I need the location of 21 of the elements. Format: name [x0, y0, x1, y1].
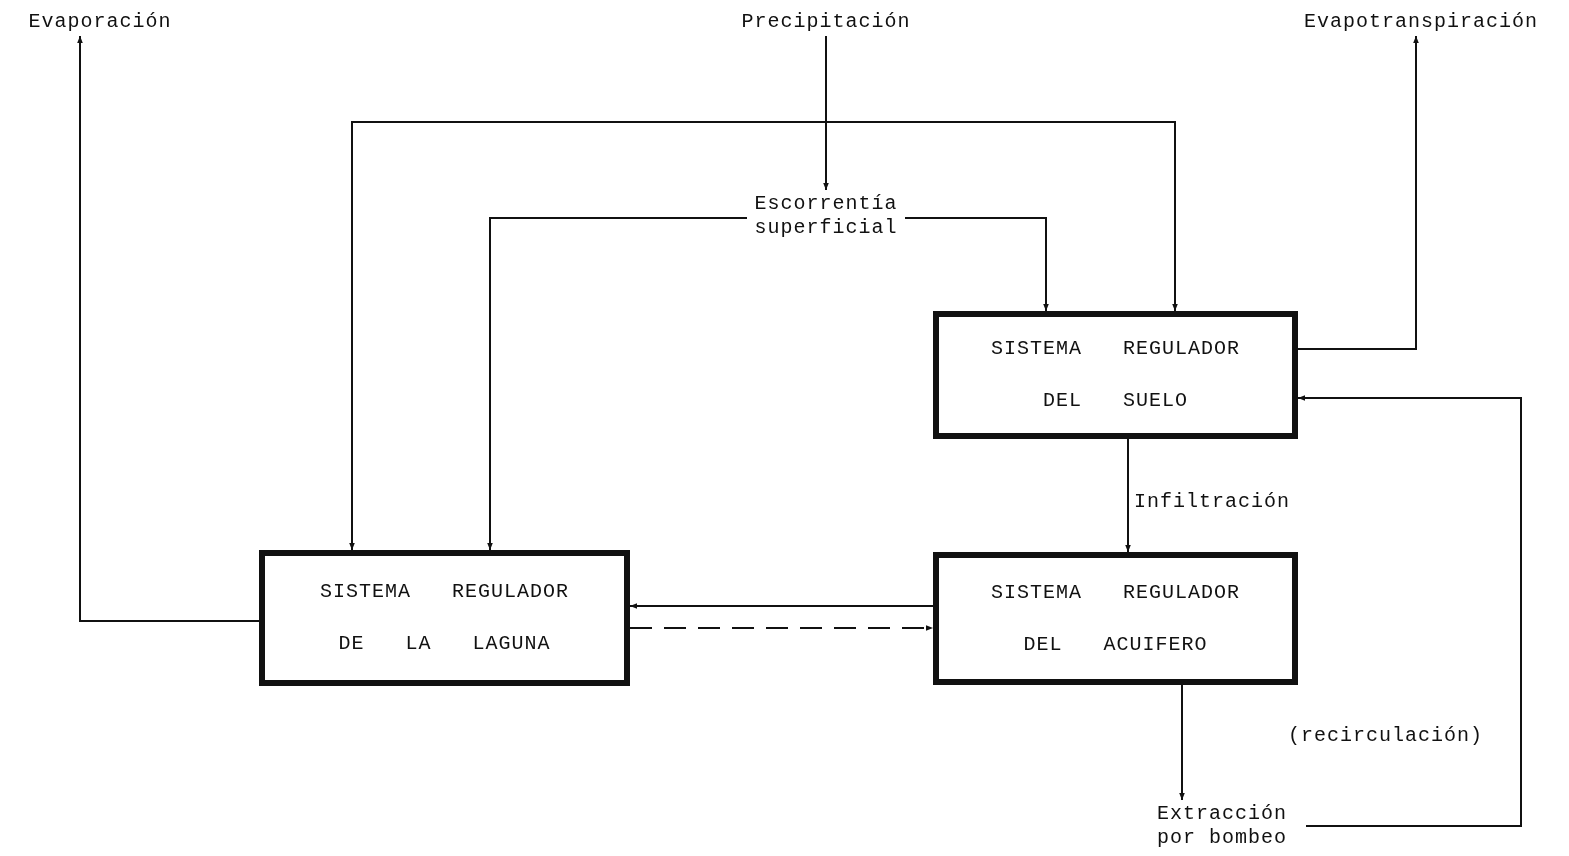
arrow	[904, 217, 1049, 312]
arrow	[629, 625, 934, 631]
arrow	[487, 217, 748, 551]
flow-label: Evaporación	[0, 10, 200, 34]
arrow	[1297, 395, 1522, 827]
box-label: SISTEMA REGULADOR DEL ACUIFERO	[989, 579, 1241, 658]
flow-label: Precipitación	[716, 10, 936, 34]
arrow	[1125, 438, 1131, 553]
process-box	[933, 552, 1298, 685]
flow-label: Escorrentía superficial	[751, 192, 901, 240]
arrow	[1297, 35, 1419, 350]
arrow	[1179, 684, 1185, 801]
arrow	[629, 603, 934, 609]
box-label: SISTEMA REGULADOR DEL SUELO	[989, 336, 1241, 414]
arrow	[77, 35, 260, 622]
arrow	[825, 35, 1178, 312]
flow-label: Extracción por bombeo	[1142, 802, 1302, 850]
box-label: SISTEMA REGULADOR DE LA LAGUNA	[318, 579, 570, 657]
flow-label: Evapotranspiración	[1290, 10, 1552, 34]
process-box	[933, 311, 1298, 439]
process-box	[259, 550, 630, 686]
